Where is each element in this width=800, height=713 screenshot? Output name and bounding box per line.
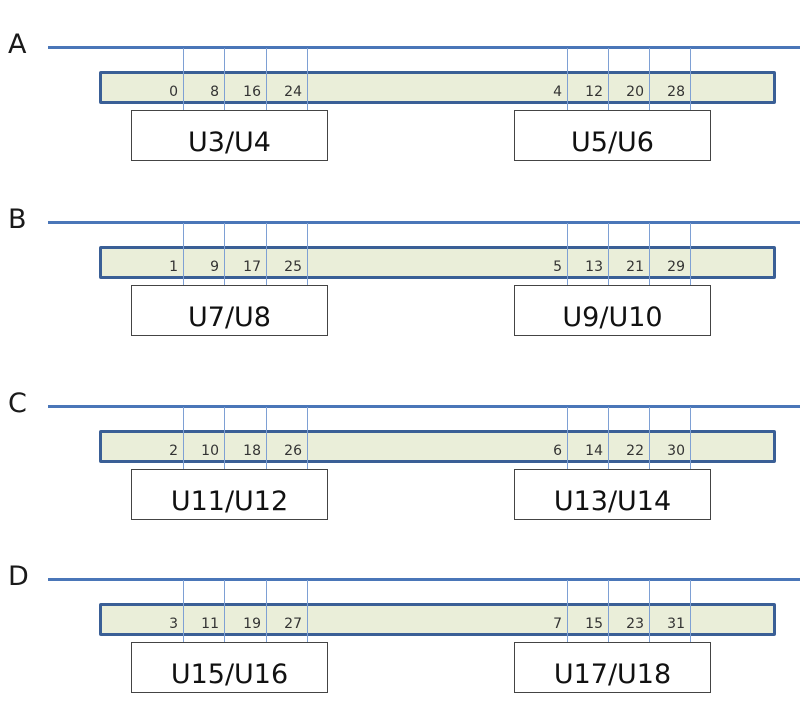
bus-line <box>48 578 800 581</box>
row-group-c: C 2 10 18 26 6 14 22 30 U11/U12 U13/U14 <box>0 359 800 529</box>
connector-line <box>690 580 691 644</box>
pin-number: 13 <box>585 259 603 275</box>
pin-number: 0 <box>169 84 178 100</box>
pin-number: 2 <box>169 443 178 459</box>
memory-chip-left: U3/U4 <box>131 110 328 161</box>
connector-line <box>224 48 225 112</box>
memory-chip-left: U11/U12 <box>131 469 328 520</box>
memory-chip-right: U5/U6 <box>514 110 711 161</box>
pin-number: 20 <box>626 84 644 100</box>
memory-chip-left: U15/U16 <box>131 642 328 693</box>
connector-line <box>224 580 225 644</box>
pin-number: 22 <box>626 443 644 459</box>
memory-chip-right: U9/U10 <box>514 285 711 336</box>
pin-number: 9 <box>210 259 219 275</box>
connector-line <box>649 48 650 112</box>
connector-line <box>608 48 609 112</box>
connector-line <box>567 223 568 287</box>
pin-number: 11 <box>201 616 219 632</box>
row-label: B <box>8 204 27 235</box>
connector-line <box>307 223 308 287</box>
pin-number: 24 <box>284 84 302 100</box>
pin-number: 23 <box>626 616 644 632</box>
connector-line <box>307 48 308 112</box>
pin-number: 28 <box>667 84 685 100</box>
connector-line <box>649 223 650 287</box>
row-label: D <box>8 561 29 592</box>
pin-number: 19 <box>243 616 261 632</box>
pin-number: 31 <box>667 616 685 632</box>
pin-number: 7 <box>553 616 562 632</box>
pin-number: 12 <box>585 84 603 100</box>
connector-line <box>266 407 267 471</box>
pin-number: 4 <box>553 84 562 100</box>
row-group-b: B 1 9 17 25 5 13 21 29 U7/U8 U9/U10 <box>0 175 800 345</box>
pin-number: 18 <box>243 443 261 459</box>
memory-chip-left: U7/U8 <box>131 285 328 336</box>
chip-label: U17/U18 <box>553 659 672 690</box>
pin-number: 30 <box>667 443 685 459</box>
pin-number: 3 <box>169 616 178 632</box>
connector-line <box>608 580 609 644</box>
connector-line <box>690 223 691 287</box>
row-group-a: A 0 8 16 24 4 12 20 28 U3/U4 U5/U6 <box>0 0 800 170</box>
connector-line <box>266 48 267 112</box>
connector-line <box>183 580 184 644</box>
row-group-d: D 3 11 19 27 7 15 23 31 U15/U16 U17/U18 <box>0 532 800 702</box>
connector-line <box>307 580 308 644</box>
connector-line <box>266 223 267 287</box>
row-label: A <box>8 29 27 60</box>
connector-line <box>649 580 650 644</box>
connector-line <box>649 407 650 471</box>
chip-label: U11/U12 <box>170 486 289 517</box>
connector-line <box>567 407 568 471</box>
pin-number: 27 <box>284 616 302 632</box>
bus-line <box>48 46 800 49</box>
connector-line <box>690 407 691 471</box>
chip-label: U9/U10 <box>562 302 663 333</box>
chip-label: U15/U16 <box>170 659 289 690</box>
connector-line <box>183 48 184 112</box>
bank-bar <box>99 603 776 636</box>
connector-line <box>183 223 184 287</box>
pin-number: 16 <box>243 84 261 100</box>
connector-line <box>307 407 308 471</box>
connector-line <box>690 48 691 112</box>
connector-line <box>266 580 267 644</box>
pin-number: 5 <box>553 259 562 275</box>
bank-bar <box>99 430 776 463</box>
bank-bar <box>99 246 776 279</box>
connector-line <box>224 407 225 471</box>
pin-number: 29 <box>667 259 685 275</box>
bus-line <box>48 405 800 408</box>
chip-label: U7/U8 <box>188 302 271 333</box>
pin-number: 6 <box>553 443 562 459</box>
row-label: C <box>8 388 27 419</box>
pin-number: 10 <box>201 443 219 459</box>
pin-number: 26 <box>284 443 302 459</box>
memory-chip-right: U17/U18 <box>514 642 711 693</box>
connector-line <box>567 580 568 644</box>
chip-label: U5/U6 <box>571 127 654 158</box>
memory-chip-right: U13/U14 <box>514 469 711 520</box>
connector-line <box>224 223 225 287</box>
chip-label: U3/U4 <box>188 127 271 158</box>
connector-line <box>608 223 609 287</box>
chip-label: U13/U14 <box>553 486 672 517</box>
bus-line <box>48 221 800 224</box>
pin-number: 25 <box>284 259 302 275</box>
bank-bar <box>99 71 776 104</box>
pin-number: 14 <box>585 443 603 459</box>
pin-number: 1 <box>169 259 178 275</box>
pin-number: 21 <box>626 259 644 275</box>
connector-line <box>608 407 609 471</box>
connector-line <box>183 407 184 471</box>
connector-line <box>567 48 568 112</box>
pin-number: 17 <box>243 259 261 275</box>
pin-number: 8 <box>210 84 219 100</box>
pin-number: 15 <box>585 616 603 632</box>
